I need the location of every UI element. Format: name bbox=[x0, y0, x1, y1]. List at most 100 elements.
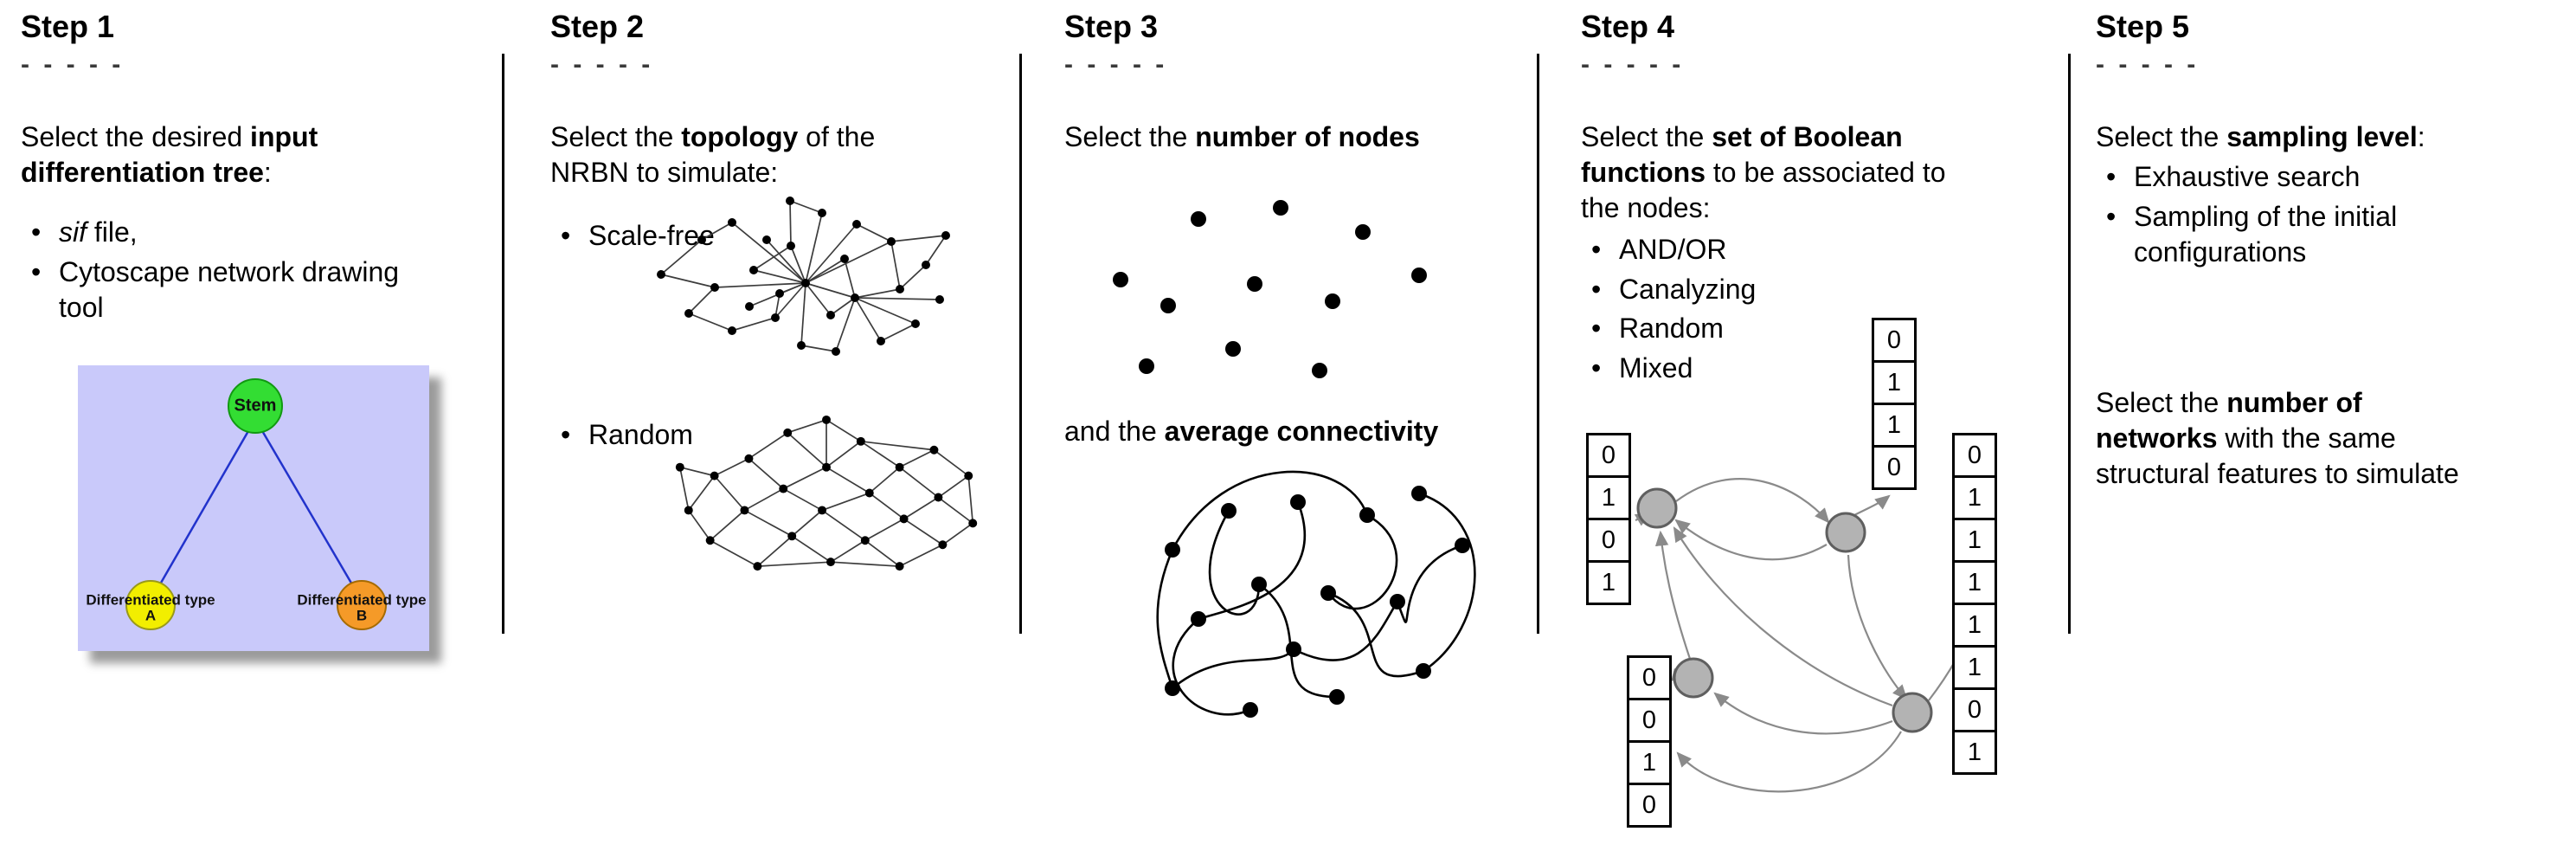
step-5-instruction: Select the sampling level: bbox=[2096, 119, 2425, 155]
truth-table-cell: 1 bbox=[1952, 730, 1997, 775]
text-line: and the average connectivity bbox=[1064, 416, 1439, 447]
step-5-title: Step 5 bbox=[2096, 9, 2190, 44]
bullet-item: • Scale-free bbox=[550, 218, 810, 255]
bullet-marker: • bbox=[1591, 351, 1602, 384]
truth-table-cell: 1 bbox=[1952, 518, 1997, 563]
step-1-title: Step 1 bbox=[21, 9, 115, 44]
step-1-bullets: • sif file, • Cytoscape network drawing … bbox=[21, 215, 401, 330]
stem-node bbox=[228, 378, 283, 434]
step-2-instruction: Select the topology of the NRBN to simul… bbox=[550, 119, 875, 190]
truth-table-cell: 0 bbox=[1586, 518, 1631, 563]
truth-table-cell: 1 bbox=[1952, 603, 1997, 648]
bullet-marker: • bbox=[561, 220, 571, 251]
bullet-marker: • bbox=[31, 216, 42, 248]
bullet-item: • Sampling of the initial configurations bbox=[2096, 199, 2567, 271]
leaf-a-label: Differentiated type A bbox=[86, 591, 215, 624]
step-5-column: Step 5 - - - - - Select the sampling lev… bbox=[2096, 0, 2567, 851]
connectivity-network-figure bbox=[1112, 463, 1501, 736]
truth-table-cell: 0 bbox=[1586, 433, 1631, 478]
step-4-bullets: • AND/OR • Canalyzing • Random • Mixed bbox=[1581, 232, 1927, 390]
step-5-bullets: • Exhaustive search • Sampling of the in… bbox=[2096, 159, 2567, 274]
column-separator bbox=[1537, 54, 1539, 634]
truth-table-cell: 1 bbox=[1952, 560, 1997, 605]
text-line: Select the set of Boolean bbox=[1581, 121, 1903, 152]
dashed-rule: - - - - - bbox=[550, 50, 654, 79]
step-2-column: Step 2 - - - - - Select the topology of … bbox=[550, 0, 1000, 851]
step-3-title: Step 3 bbox=[1064, 9, 1159, 44]
step-4-title: Step 4 bbox=[1581, 9, 1675, 44]
text-line: functions to be associated to bbox=[1581, 156, 1946, 188]
truth-table-cell: 1 bbox=[1586, 560, 1631, 605]
text-line: structural features to simulate bbox=[2096, 457, 2459, 489]
step-2-title: Step 2 bbox=[550, 9, 645, 44]
bullet-item: • AND/OR bbox=[1581, 232, 1927, 268]
scale-free-network-figure bbox=[637, 192, 1009, 383]
bullet-text: Cytoscape network drawing tool bbox=[59, 255, 400, 324]
bullet-text: Random bbox=[588, 419, 693, 450]
leaf-a-node bbox=[125, 580, 176, 630]
truth-table-cell: 0 bbox=[1627, 698, 1672, 743]
bullet-marker: • bbox=[2106, 161, 2117, 192]
bullet-text: AND/OR bbox=[1619, 234, 1727, 265]
dashed-rule: - - - - - bbox=[2096, 50, 2200, 79]
column-separator bbox=[2068, 54, 2071, 634]
bullet-item: • Random bbox=[1581, 311, 1927, 347]
truth-table-cell: 0 bbox=[1952, 687, 1997, 732]
bullet-text: Exhaustive search bbox=[2134, 161, 2361, 192]
step-3-instruction: Select the number of nodes bbox=[1064, 119, 1420, 155]
text-line: the nodes: bbox=[1581, 191, 1711, 223]
truth-table-cell: 1 bbox=[1952, 645, 1997, 690]
stem-label: Stem bbox=[234, 396, 277, 416]
bullet-text: Canalyzing bbox=[1619, 273, 1757, 305]
truth-table-cell: 0 bbox=[1872, 318, 1917, 363]
gene-node bbox=[1892, 692, 1933, 733]
column-separator bbox=[502, 54, 504, 634]
leaf-b-label: Differentiated type B bbox=[297, 591, 427, 624]
bullet-item: • sif file, bbox=[21, 215, 401, 251]
bullet-text: sif file, bbox=[59, 216, 138, 248]
text-line: Select the number of bbox=[2096, 387, 2362, 418]
column-separator bbox=[1019, 54, 1022, 634]
step-4-column: Step 4 - - - - - Select the set of Boole… bbox=[1581, 0, 2068, 851]
dashed-rule: - - - - - bbox=[21, 50, 125, 79]
random-network-figure bbox=[652, 407, 1009, 592]
step-1-instruction: Select the desired input differentiation… bbox=[21, 119, 318, 190]
truth-table-cell: 1 bbox=[1952, 475, 1997, 520]
truth-table-cell: 1 bbox=[1627, 740, 1672, 785]
random-bullet: • Random bbox=[550, 417, 810, 457]
tree-edge bbox=[254, 418, 363, 602]
differentiation-tree-figure: Stem Differentiated type A Differentiate… bbox=[78, 365, 429, 651]
tree-graphic bbox=[125, 378, 387, 630]
bullet-item: • Canalyzing bbox=[1581, 272, 1927, 308]
bullet-item: • Cytoscape network drawing tool bbox=[21, 255, 401, 326]
text-line: differentiation tree: bbox=[21, 156, 272, 188]
gene-node bbox=[1636, 487, 1678, 529]
text-line: networks with the same bbox=[2096, 422, 2396, 454]
text-line: Select the topology of the bbox=[550, 121, 876, 152]
tree-edge bbox=[149, 418, 257, 602]
bullet-text: Sampling of the initial configurations bbox=[2134, 200, 2398, 268]
text-line: Select the number of nodes bbox=[1064, 121, 1420, 152]
text-line: NRBN to simulate: bbox=[550, 156, 779, 188]
bullet-marker: • bbox=[1591, 234, 1602, 265]
step-4-instruction: Select the set of Boolean functions to b… bbox=[1581, 119, 1946, 226]
bullet-text: Random bbox=[1619, 313, 1724, 345]
step-5-instruction-2: Select the number of networks with the s… bbox=[2096, 385, 2459, 492]
text-line: Select the sampling level: bbox=[2096, 121, 2425, 152]
nodes-dots-figure bbox=[1086, 197, 1484, 388]
step-3-column: Step 3 - - - - - Select the number of no… bbox=[1064, 0, 1523, 851]
truth-table-cell: 1 bbox=[1872, 360, 1917, 405]
bullet-marker: • bbox=[561, 419, 571, 450]
dashed-rule: - - - - - bbox=[1581, 50, 1685, 79]
bullet-marker: • bbox=[1591, 273, 1602, 305]
bullet-marker: • bbox=[31, 255, 42, 287]
dashed-rule: - - - - - bbox=[1064, 50, 1168, 79]
scale-free-bullet: • Scale-free bbox=[550, 218, 810, 258]
bullet-item: • Mixed bbox=[1581, 351, 1927, 387]
